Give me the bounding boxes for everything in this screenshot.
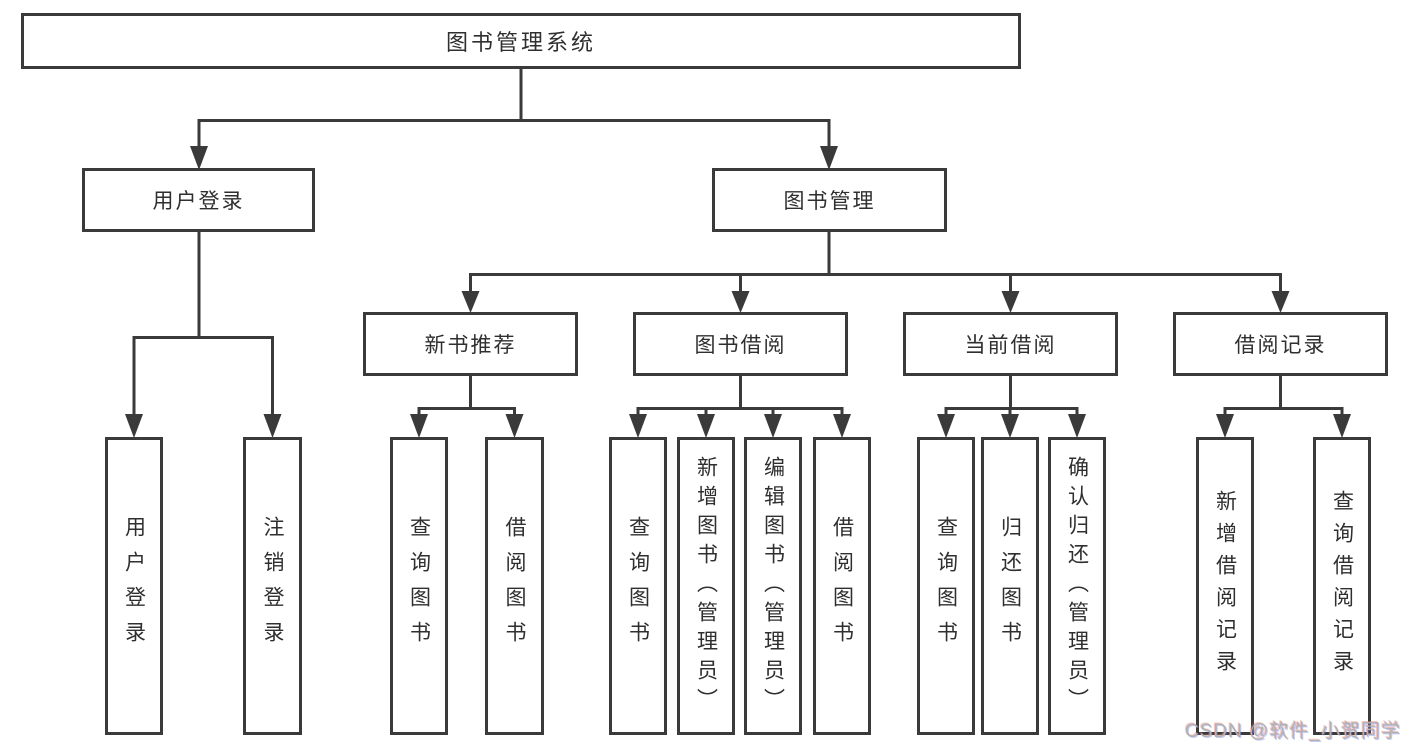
leaf-logout-login: 注销登录: [243, 437, 302, 735]
node-book-borrowing: 图书借阅: [633, 312, 848, 376]
leaf-query-borrow-record: 查询借阅记录: [1313, 437, 1371, 735]
leaf-user-login: 用户登录: [105, 437, 163, 735]
node-user-login: 用户登录: [82, 168, 315, 232]
csdn-watermark: CSDN @软件_小贺同学: [1185, 721, 1401, 742]
arrowheads: [125, 146, 1351, 438]
leaf-borrow-books-recommend: 借阅图书: [485, 437, 544, 735]
leaf-query-books-recommend: 查询图书: [390, 437, 448, 735]
leaf-edit-books-admin: 编辑图书（管理员）: [744, 437, 802, 735]
leaf-query-books-current: 查询图书: [917, 437, 975, 735]
node-new-book-recommendation: 新书推荐: [363, 312, 578, 376]
leaf-add-books-admin: 新增图书（管理员）: [677, 437, 735, 735]
node-book-management: 图书管理: [712, 168, 947, 232]
node-borrowing-records: 借阅记录: [1173, 312, 1388, 376]
leaf-confirm-return-admin: 确认归还（管理员）: [1048, 437, 1106, 735]
leaf-return-books: 归还图书: [981, 437, 1039, 735]
node-library-management-system: 图书管理系统: [21, 13, 1021, 69]
leaf-query-books-borrowing: 查询图书: [609, 437, 667, 735]
node-current-borrowing: 当前借阅: [903, 312, 1118, 376]
leaf-borrow-books-borrowing: 借阅图书: [813, 437, 871, 735]
leaf-add-borrow-record: 新增借阅记录: [1196, 437, 1254, 735]
